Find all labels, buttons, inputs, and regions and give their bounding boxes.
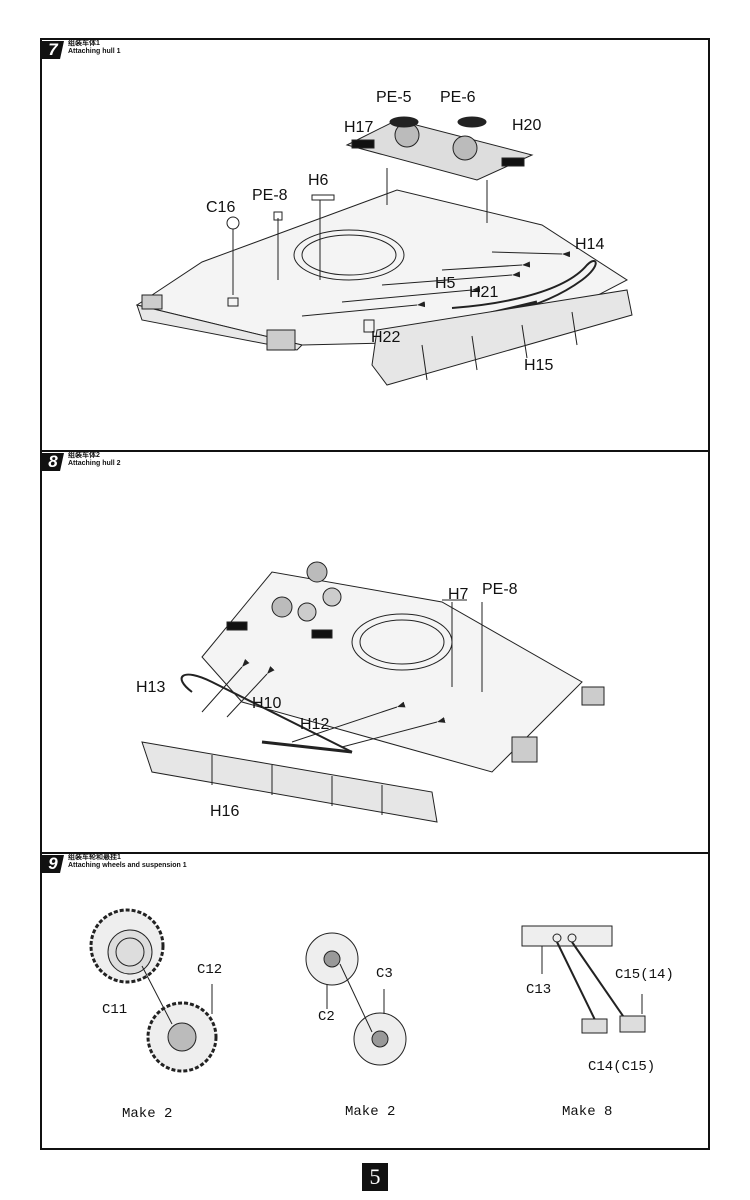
label-h6: H6	[308, 172, 329, 189]
step-9-title-cn: 组装车轮和悬挂1	[68, 854, 121, 861]
step-9-panel: C12 C11 C3 C2 C13 C15(14) C14(C15) Make …	[42, 854, 708, 1148]
label-h13: H13	[136, 679, 166, 696]
label-c13: C13	[526, 982, 552, 998]
instruction-frame: 7 组装车体1 Attaching hull 1	[40, 38, 710, 1150]
label-h10: H10	[252, 695, 282, 712]
make-count-sprockets: Make 2	[122, 1106, 173, 1122]
label-pe8: PE-8	[482, 581, 518, 598]
label-c15: C15(14)	[615, 967, 674, 983]
label-pe5: PE-5	[376, 89, 412, 106]
fender-h16	[141, 741, 438, 823]
label-h21: H21	[469, 284, 499, 301]
label-h22: H22	[371, 329, 401, 346]
make-count-wheels: Make 2	[345, 1104, 396, 1120]
arm-c14	[581, 1018, 608, 1034]
step-8-panel: H7 PE-8 H13 H10 H12 H16	[42, 452, 708, 852]
engine-deck	[345, 119, 534, 181]
step-7-panel: PE-5 PE-6 H17 H20 H6 C16 PE-8 H14 H5 H21…	[42, 40, 708, 450]
label-c16: C16	[206, 199, 236, 216]
step-9-header: 9 组装车轮和悬挂1 Attaching wheels and suspensi…	[42, 854, 187, 876]
divider-7-8	[42, 450, 708, 452]
label-c2: C2	[318, 1009, 335, 1025]
label-h16: H16	[210, 803, 240, 820]
page-number: 5	[362, 1163, 388, 1191]
label-h5: H5	[435, 275, 456, 292]
step-8-title-cn: 组装车体2	[68, 452, 100, 459]
arm-c15	[619, 1015, 646, 1033]
label-h20: H20	[512, 117, 542, 134]
step-7-drawing	[135, 116, 633, 386]
step-9-drawing	[89, 908, 646, 1073]
label-c3: C3	[376, 966, 393, 982]
make-count-suspension: Make 8	[562, 1104, 613, 1120]
step-7-title-en: Attaching hull 1	[68, 48, 121, 55]
step-8-number: 8	[42, 453, 64, 471]
step-8-header: 8 组装车体2 Attaching hull 2	[42, 452, 121, 474]
label-pe6: PE-6	[440, 89, 476, 106]
divider-8-9	[42, 852, 708, 854]
step-9-title-en: Attaching wheels and suspension 1	[68, 862, 187, 869]
step-9-number: 9	[42, 855, 64, 873]
bracket-c13	[521, 925, 613, 947]
step-7-number: 7	[42, 41, 64, 59]
hull-top	[201, 571, 583, 773]
fender-h15	[371, 289, 633, 386]
hull-body	[135, 189, 628, 346]
label-h7: H7	[448, 586, 469, 603]
step-8-drawing	[141, 561, 605, 823]
step-7-title-cn: 组装车体1	[68, 40, 100, 47]
label-pe8: PE-8	[252, 187, 288, 204]
label-h12: H12	[300, 716, 330, 733]
label-h15: H15	[524, 357, 554, 374]
label-c11: C11	[102, 1002, 128, 1018]
turret-ring	[293, 229, 405, 281]
label-c12: C12	[197, 962, 223, 978]
step-8-title-en: Attaching hull 2	[68, 460, 121, 467]
label-h17: H17	[344, 119, 374, 136]
label-h14: H14	[575, 236, 605, 253]
label-c14: C14(C15)	[588, 1059, 656, 1075]
step-7-header: 7 组装车体1 Attaching hull 1	[42, 40, 121, 62]
